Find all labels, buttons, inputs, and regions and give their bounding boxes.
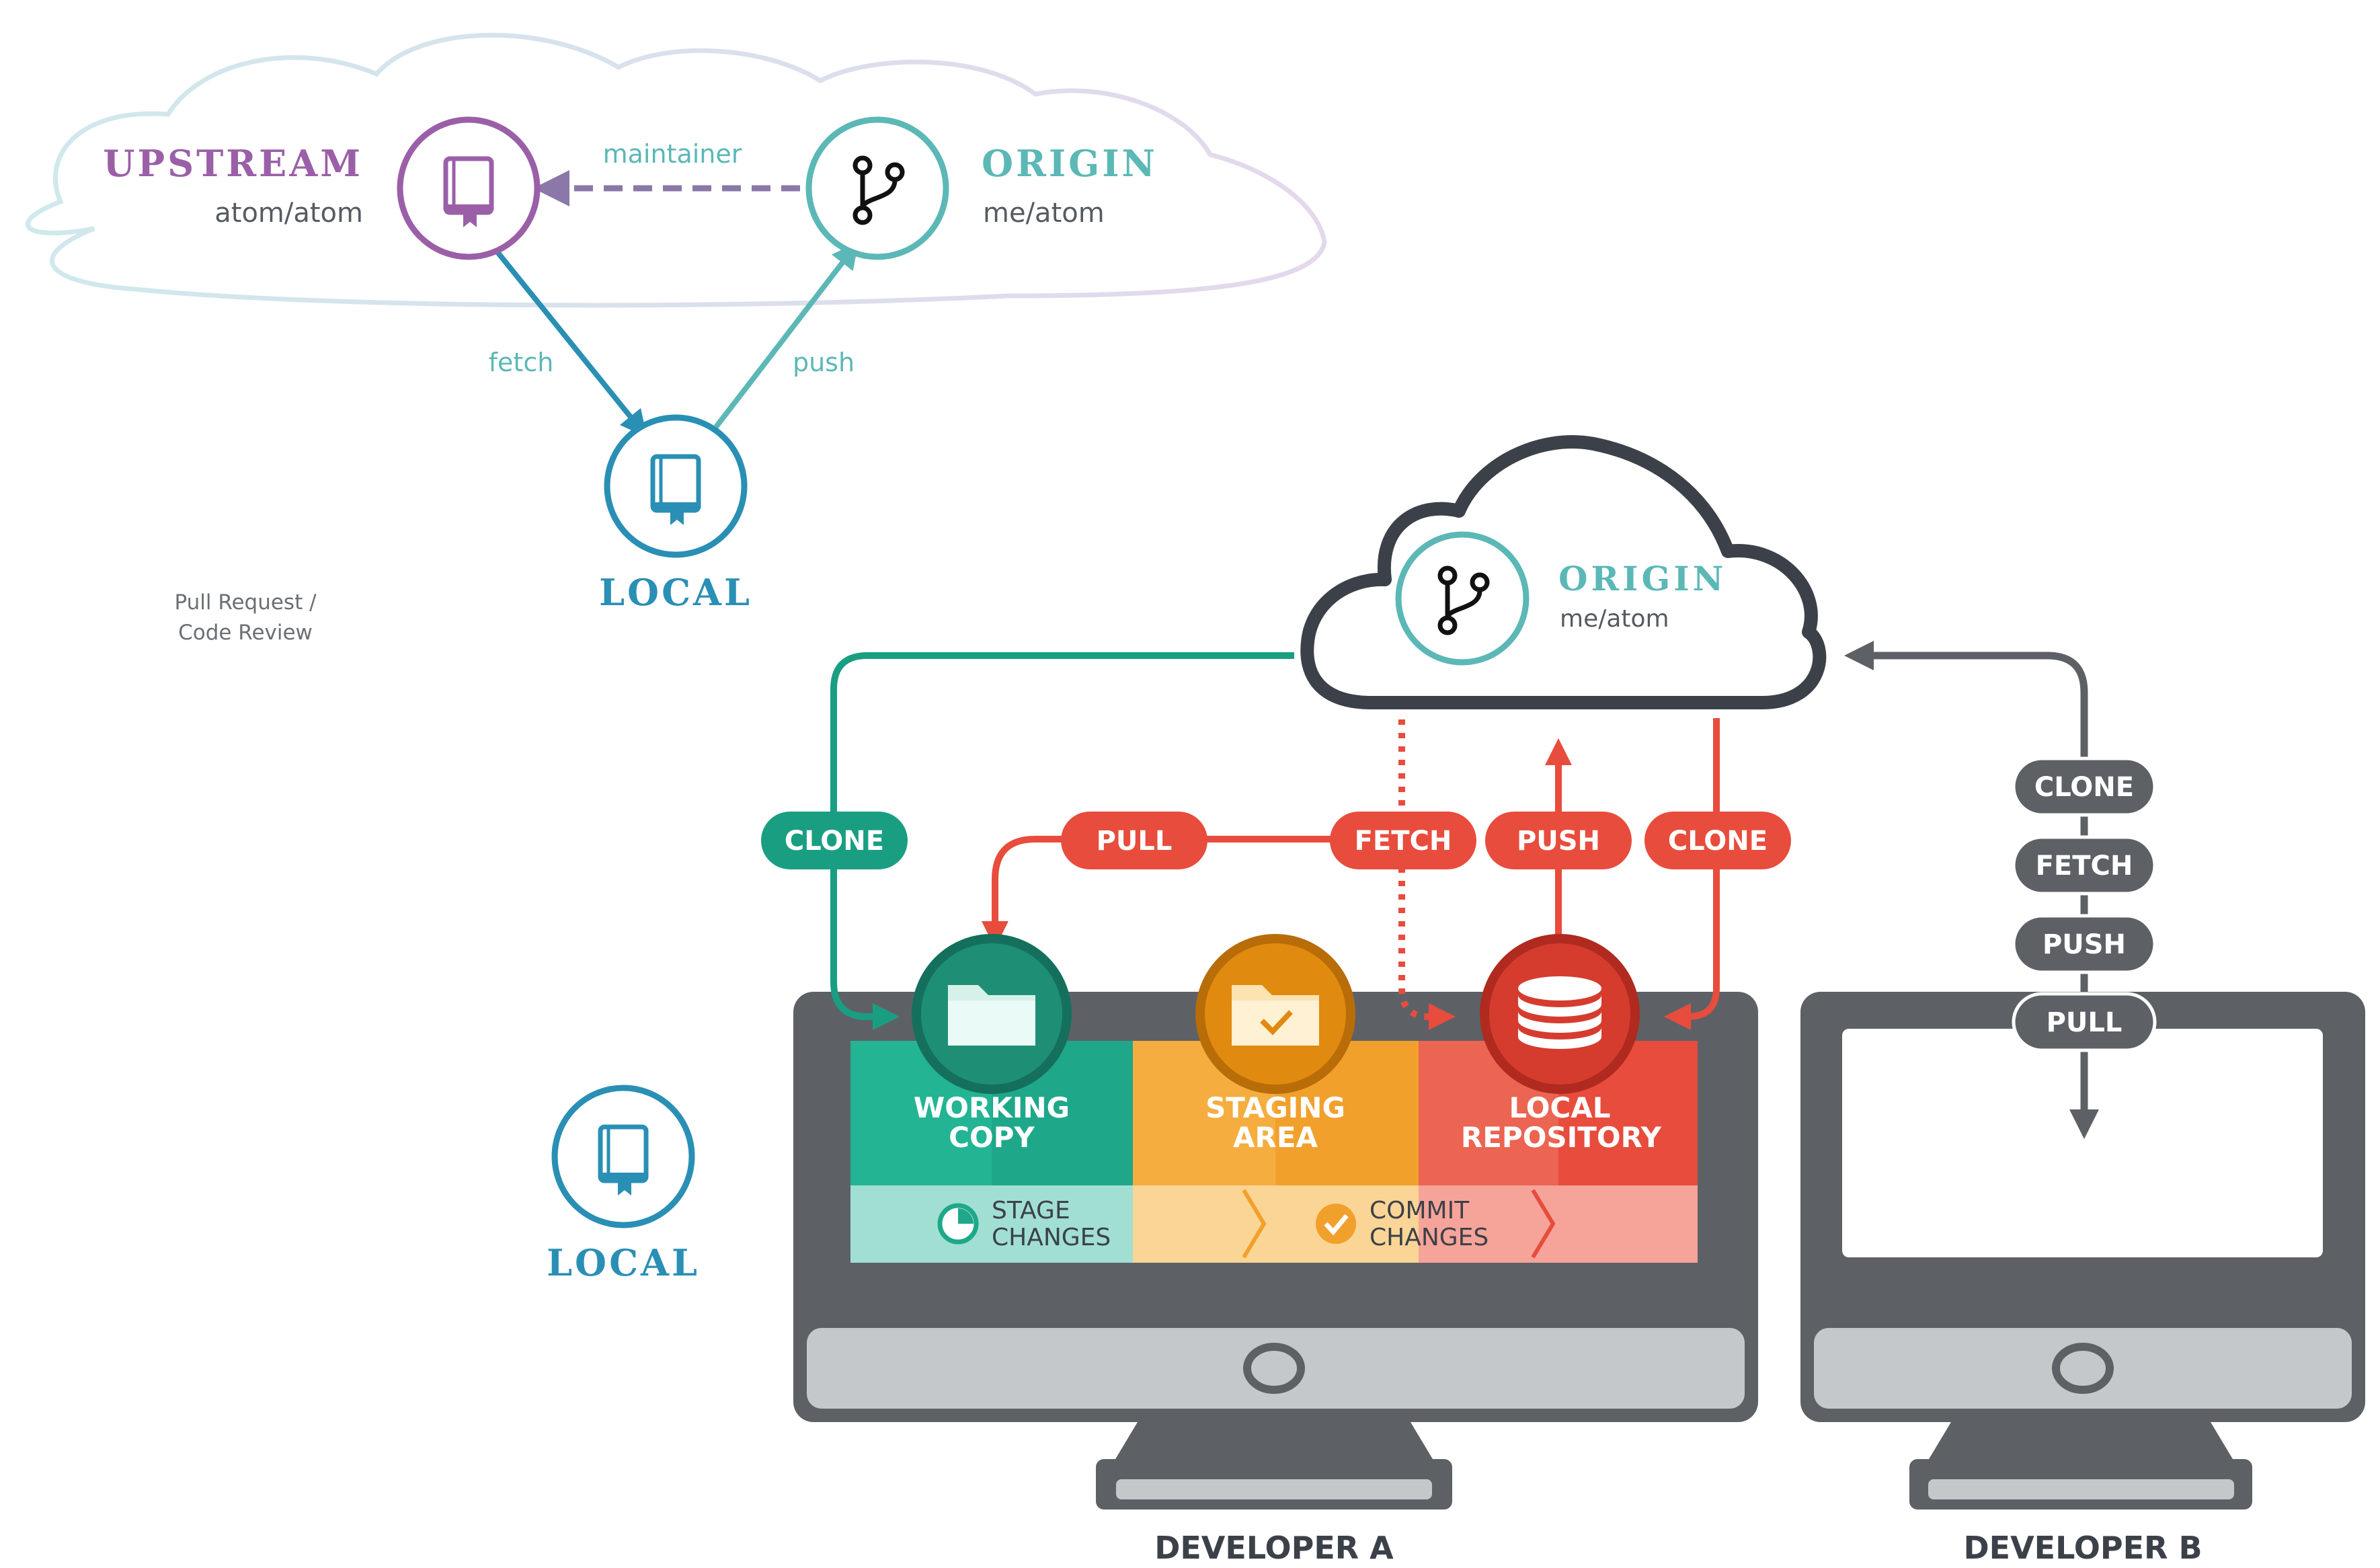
local-repository-label-line2: REPOSITORY: [1461, 1121, 1662, 1154]
working-copy-label-line2: COPY: [949, 1121, 1035, 1154]
monitor-b-chin: [1814, 1328, 2352, 1409]
fetch-dotted-arrow: [1398, 719, 1456, 1030]
dev-b-push-label: PUSH: [2042, 929, 2126, 960]
stage-changes-line2: CHANGES: [992, 1224, 1111, 1251]
fetch-label: fetch: [489, 348, 554, 377]
branch-fork-icon: [852, 155, 905, 225]
working-copy-strip: [850, 1185, 1133, 1263]
developer-b-link: [1844, 641, 2088, 1130]
stage-changes-line1: STAGE: [992, 1197, 1070, 1224]
pull-request-label-line1: Pull Request /: [174, 590, 317, 615]
dev-b-clone-pill: [2012, 756, 2157, 817]
pull-request-label-line2: Code Review: [178, 621, 313, 645]
folder-icon: [948, 985, 1035, 1046]
repository-strip: [1419, 1185, 1698, 1263]
local-title: LOCAL: [599, 571, 752, 614]
push-pill: [1485, 812, 1632, 869]
folder-check-icon: [1232, 985, 1319, 1046]
origin-repo: me/atom: [983, 198, 1105, 229]
cloud-origin-circle: [1395, 531, 1530, 666]
cloud-origin-title: ORIGIN: [1558, 559, 1727, 598]
dev-b-push-pill: [2012, 914, 2157, 974]
upstream-title: UPSTREAM: [103, 142, 363, 185]
monitor-a-chin: [807, 1328, 1745, 1409]
left-local-node: [551, 1085, 695, 1228]
commit-changes-line1: COMMIT: [1370, 1197, 1470, 1224]
dev-b-clone-label: CLONE: [2034, 772, 2134, 803]
pull-pill-label: PULL: [1097, 826, 1173, 857]
developer-a-pills: CLONE PULL FETCH PUSH CLONE: [761, 812, 1791, 869]
dev-b-pull-pill: [2012, 992, 2157, 1052]
developer-b-arrows: [1844, 641, 2099, 1139]
staging-area-label-line1: STAGING: [1205, 1091, 1345, 1124]
dev-b-pull-label: PULL: [2047, 1007, 2123, 1038]
repo-book-icon: [650, 454, 701, 525]
developer-a-caption: DEVELOPER A: [1154, 1530, 1394, 1566]
monitor-b-button: [2052, 1343, 2114, 1394]
monitor-a-button: [1243, 1343, 1305, 1394]
monitor-b-screen: [1842, 1029, 2323, 1257]
push-pill-label: PUSH: [1517, 826, 1600, 857]
commit-changes-line2: CHANGES: [1370, 1224, 1489, 1251]
cloud-origin-repo: me/atom: [1560, 605, 1669, 633]
fork-workflow-diagram: maintainer fetch push UPSTREAM atom/atom: [26, 32, 1327, 645]
repo-book-icon: [598, 1124, 649, 1195]
maintainer-label: maintainer: [603, 139, 742, 169]
origin-node: [805, 116, 949, 260]
fetch-pill-label: FETCH: [1355, 826, 1452, 857]
push-arrow: [713, 241, 859, 429]
working-copy-circle: [912, 934, 1072, 1094]
pull-pill: [1061, 812, 1207, 869]
branch-fork-icon: [1437, 565, 1490, 635]
developer-b-monitor: [1800, 992, 2365, 1510]
database-icon: [1518, 976, 1601, 1049]
left-local-title: LOCAL: [547, 1241, 700, 1284]
pie-chart-icon: [937, 1203, 979, 1245]
upstream-cloud-outline: [26, 32, 1327, 308]
clone-red-arrow: [1664, 718, 1720, 1030]
checkmark-circle-icon: [1316, 1204, 1356, 1244]
dev-b-fetch-pill: [2012, 835, 2157, 896]
dev-b-fetch-label: FETCH: [2036, 851, 2133, 881]
fetch-arrow: [495, 250, 647, 438]
local-repository-label-line1: LOCAL: [1509, 1091, 1610, 1124]
local-node: [604, 414, 748, 558]
developer-b-caption: DEVELOPER B: [1963, 1530, 2202, 1566]
developer-b-pills: CLONE FETCH PUSH PULL: [2012, 756, 2157, 1052]
clone-pill-red: [1644, 812, 1791, 869]
pull-arrow: [982, 836, 1351, 948]
push-label: push: [793, 348, 855, 377]
staging-area-circle: [1195, 934, 1355, 1094]
staging-area-label-line2: AREA: [1233, 1121, 1318, 1154]
origin-title: ORIGIN: [982, 142, 1158, 185]
staging-strip: [1133, 1185, 1419, 1263]
clone-pill-green: [761, 812, 908, 869]
repo-book-icon: [443, 156, 494, 227]
working-copy-label-line1: WORKING: [914, 1091, 1070, 1124]
clone-pill-red-label: CLONE: [1668, 826, 1768, 857]
origin-cloud: ORIGIN me/atom: [1300, 435, 1827, 709]
local-repository-circle: [1480, 934, 1640, 1094]
fetch-pill: [1330, 812, 1476, 869]
upstream-node: [397, 116, 541, 260]
clone-pill-green-label: CLONE: [785, 826, 884, 857]
upstream-repo: atom/atom: [214, 198, 363, 229]
